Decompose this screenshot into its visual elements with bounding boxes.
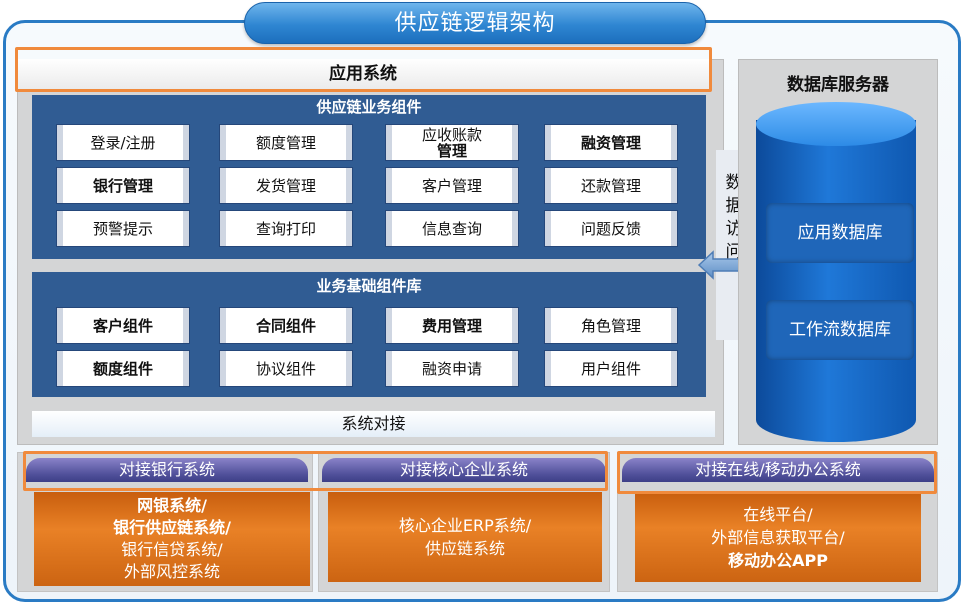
component-login-register[interactable]: 登录/注册 [56,124,190,161]
tab-office-integration[interactable]: 对接在线/移动办公系统 [622,458,934,482]
bank-systems-line: 外部风控系统 [123,562,220,581]
component-label: 信息查询 [421,219,482,238]
component-label: 问题反馈 [580,219,641,238]
component-contract[interactable]: 合同组件 [219,307,353,344]
base-components-header: 业务基础组件库 [316,277,422,295]
application-system-highlight [15,47,712,92]
component-customer[interactable]: 客户组件 [56,307,190,344]
component-quota[interactable]: 额度组件 [56,350,190,387]
component-quota-management[interactable]: 额度管理 [219,124,353,161]
component-role-management[interactable]: 角色管理 [544,307,678,344]
component-repayment-management[interactable]: 还款管理 [544,167,678,204]
component-user[interactable]: 用户组件 [544,350,678,387]
component-label: 预警提示 [92,219,153,238]
component-label: 融资管理 [580,133,641,152]
application-database[interactable]: 应用数据库 [766,203,914,263]
workflow-database[interactable]: 工作流数据库 [766,300,914,360]
component-fee-management[interactable]: 费用管理 [385,307,519,344]
component-feedback[interactable]: 问题反馈 [544,210,678,247]
office-systems-line: 移动办公APP [728,550,828,570]
bank-and-core-highlight [23,451,608,491]
component-label-line1: 应收账款 [421,125,482,144]
component-information-query[interactable]: 信息查询 [385,210,519,247]
component-label: 发货管理 [255,176,316,195]
application-system-label: 应用系统 [17,59,709,89]
component-financing-management[interactable]: 融资管理 [544,124,678,161]
system-integration-bar: 系统对接 [32,411,715,437]
component-label: 查询打印 [255,219,316,238]
component-query-print[interactable]: 查询打印 [219,210,353,247]
component-shipping-management[interactable]: 发货管理 [219,167,353,204]
business-components-header: 供应链业务组件 [316,98,422,116]
component-label: 用户组件 [580,359,641,378]
tab-core-enterprise-integration[interactable]: 对接核心企业系统 [322,458,606,482]
cylinder-top [756,102,916,146]
component-label: 还款管理 [580,176,641,195]
bank-systems-line: 银行供应链系统/ [113,518,231,537]
diagram-title: 供应链逻辑架构 [244,2,706,44]
core-systems-line: 核心企业ERP系统/ [398,516,532,535]
office-systems-line: 在线平台/ [743,504,813,524]
component-financing-application[interactable]: 融资申请 [385,350,519,387]
component-label: 费用管理 [421,316,482,335]
component-label: 额度管理 [255,133,316,152]
component-label: 角色管理 [580,316,641,335]
component-receivables-management[interactable]: 应收账款 管理 [385,124,519,161]
component-agreement[interactable]: 协议组件 [219,350,353,387]
core-enterprise-systems-box: 核心企业ERP系统/ 供应链系统 [328,492,602,582]
component-label: 合同组件 [255,316,316,335]
office-systems-line: 外部信息获取平台/ [711,527,845,547]
database-cylinder [756,120,916,420]
component-label: 客户组件 [92,316,153,335]
database-server-title: 数据库服务器 [787,75,889,95]
component-warning-alert[interactable]: 预警提示 [56,210,190,247]
component-label-line2: 管理 [436,141,467,160]
office-systems-box: 在线平台/ 外部信息获取平台/ 移动办公APP [635,492,921,582]
bank-systems-line: 网银系统/ [137,496,207,515]
tab-bank-integration[interactable]: 对接银行系统 [26,458,308,482]
component-customer-management[interactable]: 客户管理 [385,167,519,204]
component-label: 登录/注册 [90,133,156,152]
office-highlight [617,451,937,494]
component-label: 协议组件 [255,359,316,378]
component-label: 银行管理 [92,176,153,195]
bank-systems-box: 网银系统/ 银行供应链系统/ 银行信贷系统/ 外部风控系统 [34,492,310,586]
component-label: 融资申请 [421,359,482,378]
component-label: 客户管理 [421,176,482,195]
bank-systems-line: 银行信贷系统/ [121,540,223,559]
component-label: 额度组件 [92,359,153,378]
core-systems-line: 供应链系统 [424,539,505,558]
component-bank-management[interactable]: 银行管理 [56,167,190,204]
